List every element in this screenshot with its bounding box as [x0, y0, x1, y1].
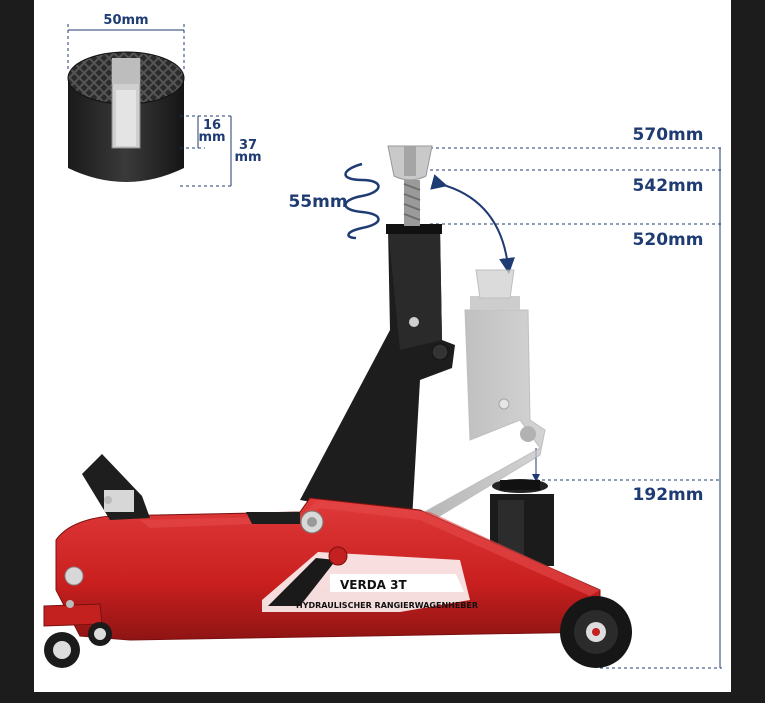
swing-arrow-icon — [430, 174, 515, 274]
saddle-screw — [387, 145, 433, 226]
pad-width-label: 50mm — [103, 13, 148, 28]
brand-name: VERDA 3T — [340, 578, 408, 592]
jack-chassis — [55, 497, 601, 641]
screw-rotation-icon — [344, 162, 380, 240]
raised-arm — [300, 224, 455, 520]
lift-height-label: 520mm — [633, 230, 704, 250]
pad-height-unit: mm — [234, 150, 261, 165]
max-height-label: 570mm — [633, 125, 704, 145]
saddle-stand — [490, 479, 554, 566]
min-height-label: 192mm — [633, 485, 704, 505]
side-bolt — [64, 566, 84, 586]
mid-height-label: 542mm — [633, 176, 704, 196]
brand-subtitle: HYDRAULISCHER RANGIERWAGENHEBER — [296, 601, 478, 610]
lowered-arm-ghost — [409, 269, 546, 529]
handle-socket — [82, 454, 150, 520]
rubber-pad — [67, 51, 185, 182]
pad-slot-depth-value: 16 — [203, 118, 221, 133]
pad-slot-depth-unit: mm — [198, 130, 225, 145]
front-caster — [43, 600, 112, 668]
release-valve — [246, 510, 324, 534]
rear-wheel — [560, 596, 632, 668]
screw-extension-label: 55mm — [288, 192, 347, 212]
pad-dimension-lines — [67, 24, 232, 187]
pad-height-value: 37 — [239, 138, 257, 153]
